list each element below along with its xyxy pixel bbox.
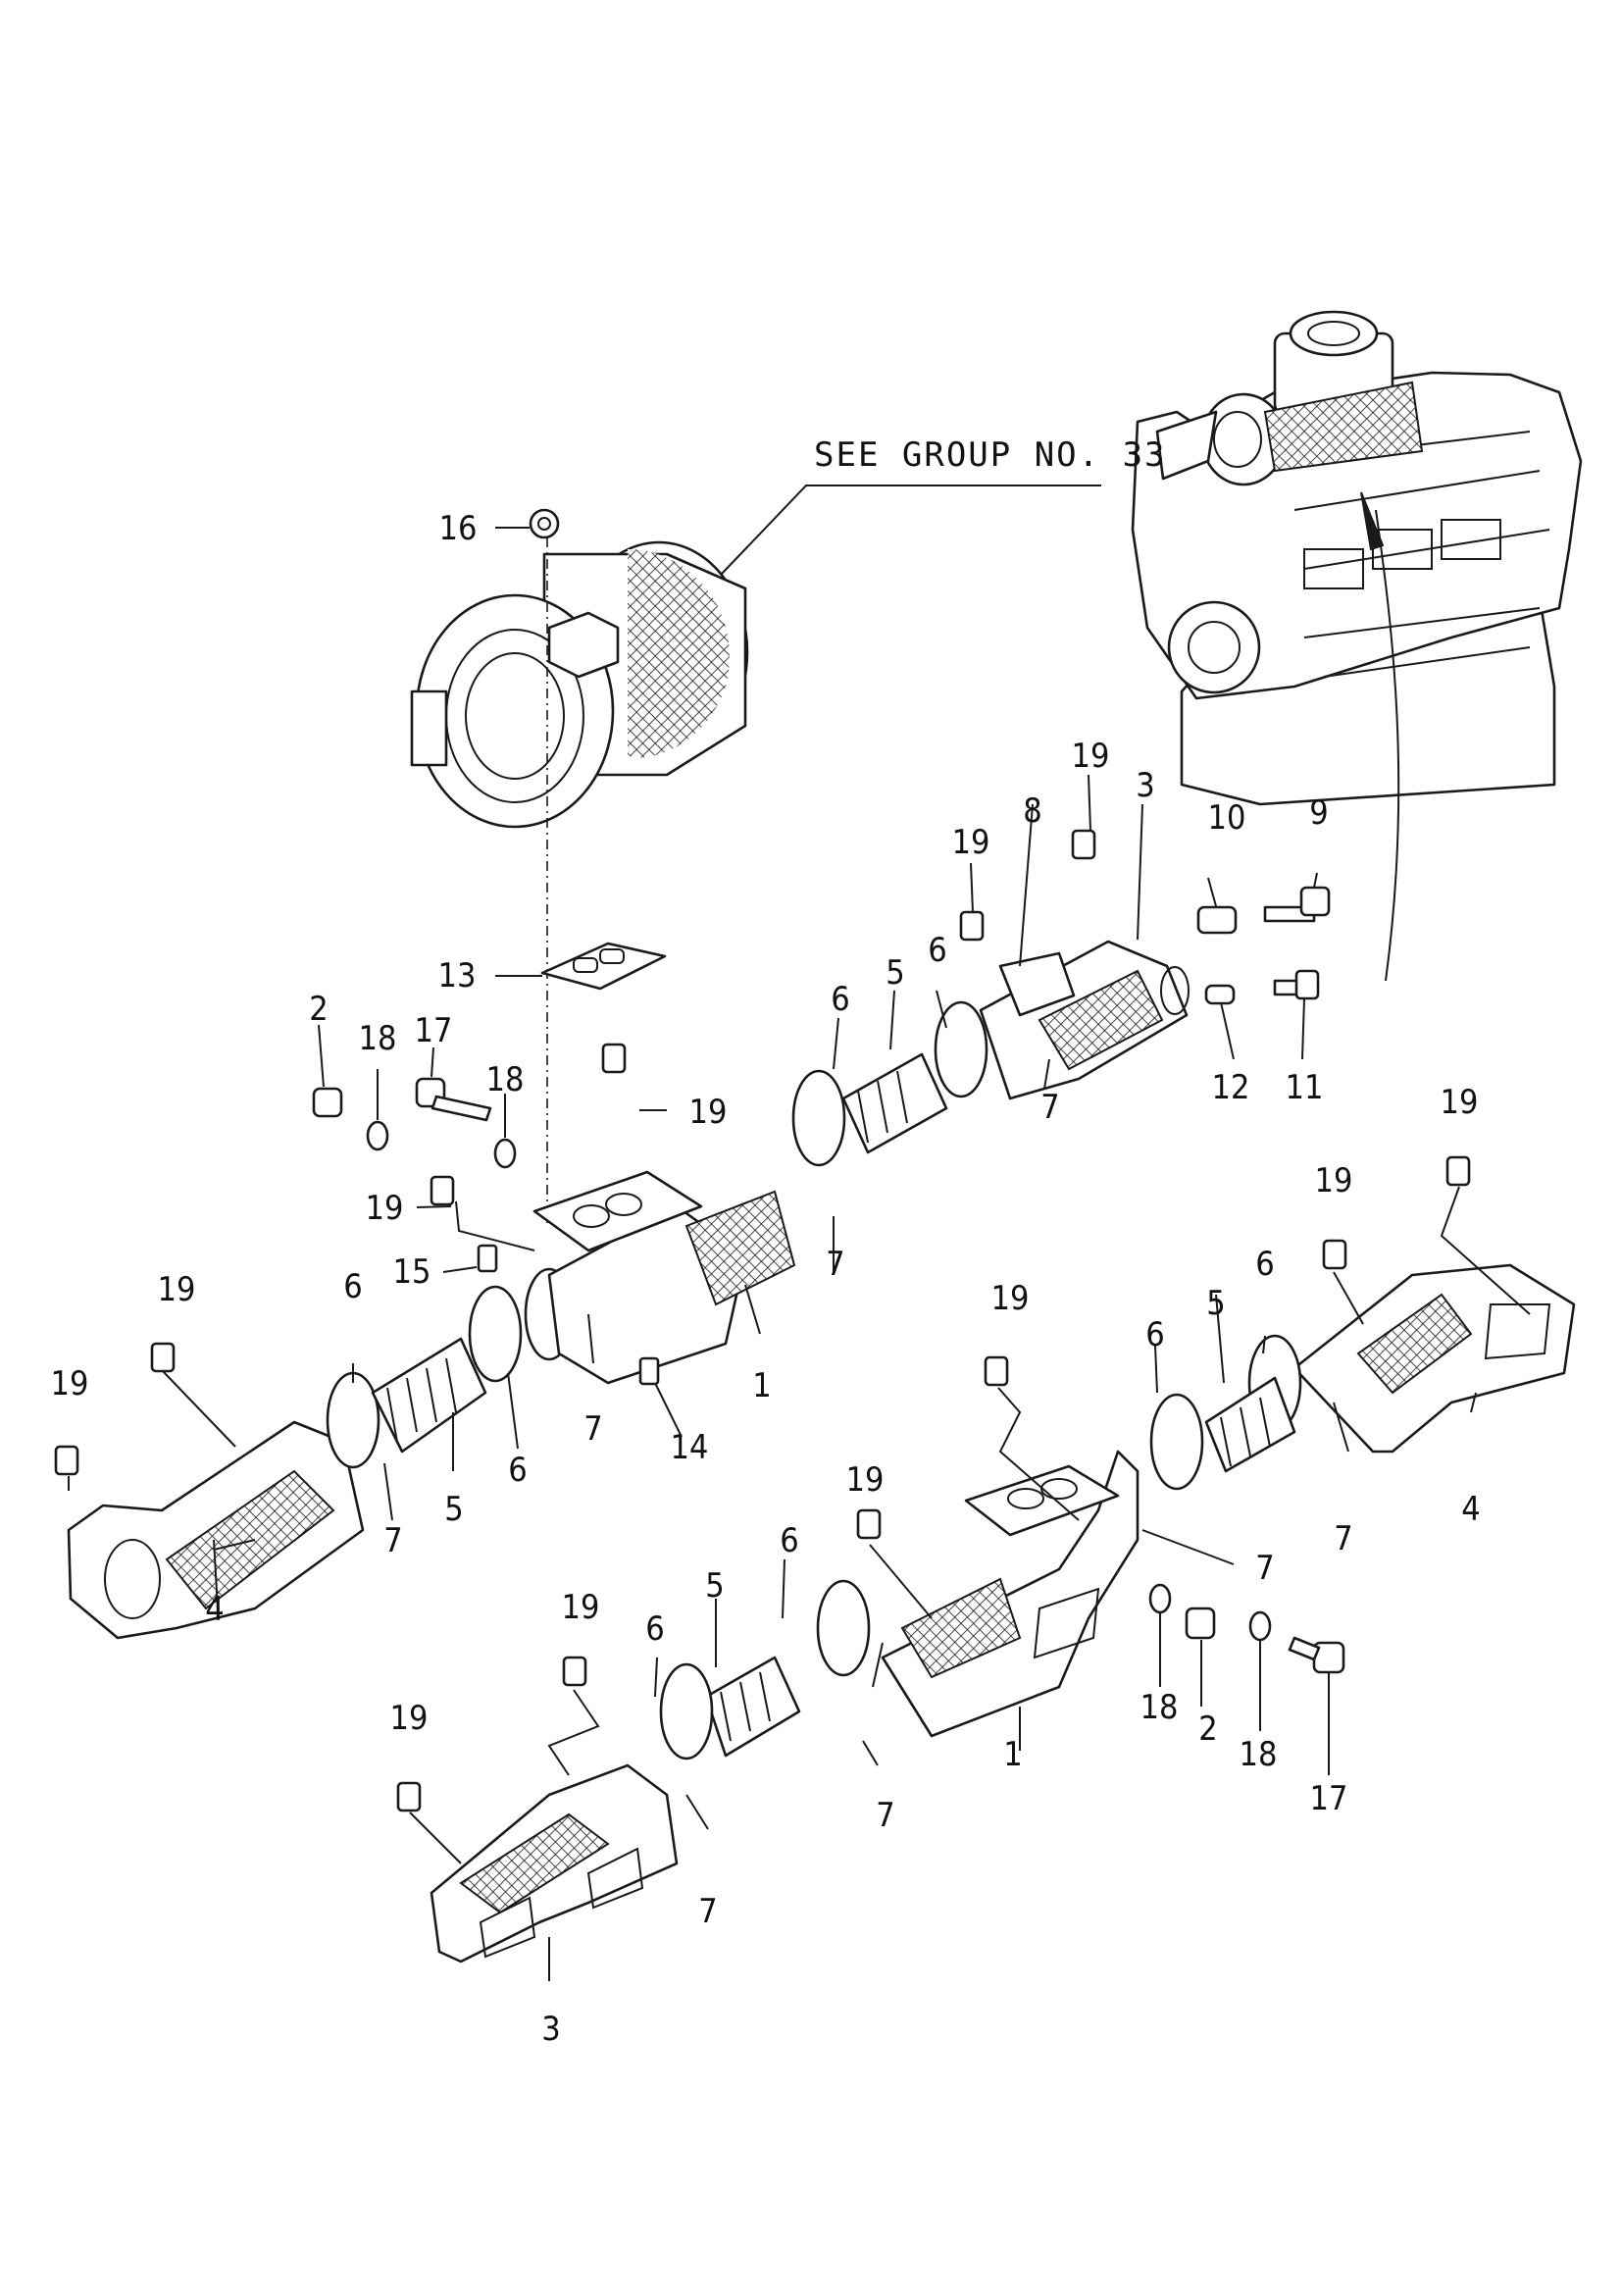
callout-7: 7 bbox=[383, 1521, 402, 1560]
callout-12: 12 bbox=[1212, 1068, 1250, 1107]
fasteners bbox=[54, 508, 1471, 1812]
callout-3: 3 bbox=[541, 2010, 560, 2049]
callout-7: 7 bbox=[876, 1796, 894, 1835]
callout-19: 19 bbox=[1315, 1161, 1353, 1200]
callout-13: 13 bbox=[438, 956, 477, 995]
callout-19: 19 bbox=[1072, 737, 1110, 776]
callout-17: 17 bbox=[1310, 1779, 1348, 1818]
callout-6: 6 bbox=[508, 1451, 527, 1490]
callout-5: 5 bbox=[886, 953, 904, 993]
callout-10: 10 bbox=[1208, 798, 1246, 838]
callout-16: 16 bbox=[439, 509, 478, 548]
callout-5: 5 bbox=[444, 1490, 463, 1529]
callout-8: 8 bbox=[1023, 791, 1041, 831]
callout-4: 4 bbox=[205, 1590, 224, 1629]
callout-11: 11 bbox=[1286, 1068, 1324, 1107]
callout-1: 1 bbox=[752, 1366, 771, 1405]
callout-2: 2 bbox=[1198, 1709, 1217, 1749]
callout-18: 18 bbox=[359, 1019, 397, 1058]
callout-2: 2 bbox=[309, 990, 328, 1029]
group-reference: SEE GROUP NO. 33 bbox=[721, 435, 1400, 982]
engine-location-arrow bbox=[1375, 509, 1400, 982]
callout-17: 17 bbox=[415, 1011, 453, 1050]
callout-6: 6 bbox=[780, 1521, 798, 1560]
engine-overview-illustration bbox=[1131, 310, 1583, 806]
callout-18: 18 bbox=[1140, 1688, 1179, 1727]
callout-7: 7 bbox=[826, 1245, 844, 1284]
callout-6: 6 bbox=[831, 980, 849, 1019]
callout-leader-lines bbox=[68, 527, 1531, 1981]
callout-19: 19 bbox=[846, 1460, 885, 1500]
upper-exhaust-manifold bbox=[67, 940, 1190, 1640]
callout-1: 1 bbox=[1003, 1735, 1022, 1774]
callout-19: 19 bbox=[562, 1588, 600, 1627]
turbocharger bbox=[410, 540, 749, 829]
callout-6: 6 bbox=[343, 1267, 362, 1306]
callout-19: 19 bbox=[952, 823, 990, 862]
callout-6: 6 bbox=[1255, 1245, 1274, 1284]
callout-7: 7 bbox=[1255, 1549, 1274, 1588]
callout-5: 5 bbox=[705, 1566, 724, 1606]
callout-7: 7 bbox=[1040, 1088, 1059, 1127]
callout-7: 7 bbox=[698, 1892, 717, 1931]
callout-19: 19 bbox=[689, 1093, 728, 1132]
callout-5: 5 bbox=[1206, 1284, 1225, 1323]
callout-6: 6 bbox=[928, 931, 946, 970]
callout-19: 19 bbox=[1441, 1083, 1479, 1122]
callout-6: 6 bbox=[645, 1609, 664, 1649]
callout-18: 18 bbox=[486, 1060, 525, 1099]
callout-6: 6 bbox=[1145, 1315, 1164, 1354]
callout-3: 3 bbox=[1136, 766, 1154, 805]
callout-7: 7 bbox=[1334, 1519, 1352, 1558]
callout-15: 15 bbox=[393, 1252, 431, 1292]
callout-18: 18 bbox=[1240, 1735, 1278, 1774]
lower-exhaust-manifold bbox=[430, 1263, 1576, 1964]
reference-note: SEE GROUP NO. 33 bbox=[814, 435, 1167, 475]
callout-14: 14 bbox=[671, 1428, 709, 1467]
callout-19: 19 bbox=[51, 1364, 89, 1403]
reference-leader-line bbox=[721, 485, 1101, 575]
arrow-head-icon bbox=[1360, 491, 1385, 551]
callout-19: 19 bbox=[158, 1270, 196, 1309]
callout-numbers: 16 13 19 8 3 10 9 19 6 5 6 12 11 7 2 18 … bbox=[51, 509, 1481, 2049]
callout-19: 19 bbox=[390, 1699, 429, 1738]
callout-7: 7 bbox=[583, 1409, 602, 1449]
callout-9: 9 bbox=[1309, 793, 1328, 833]
callout-19: 19 bbox=[366, 1189, 404, 1228]
callout-4: 4 bbox=[1461, 1490, 1480, 1529]
callout-19: 19 bbox=[991, 1279, 1030, 1318]
